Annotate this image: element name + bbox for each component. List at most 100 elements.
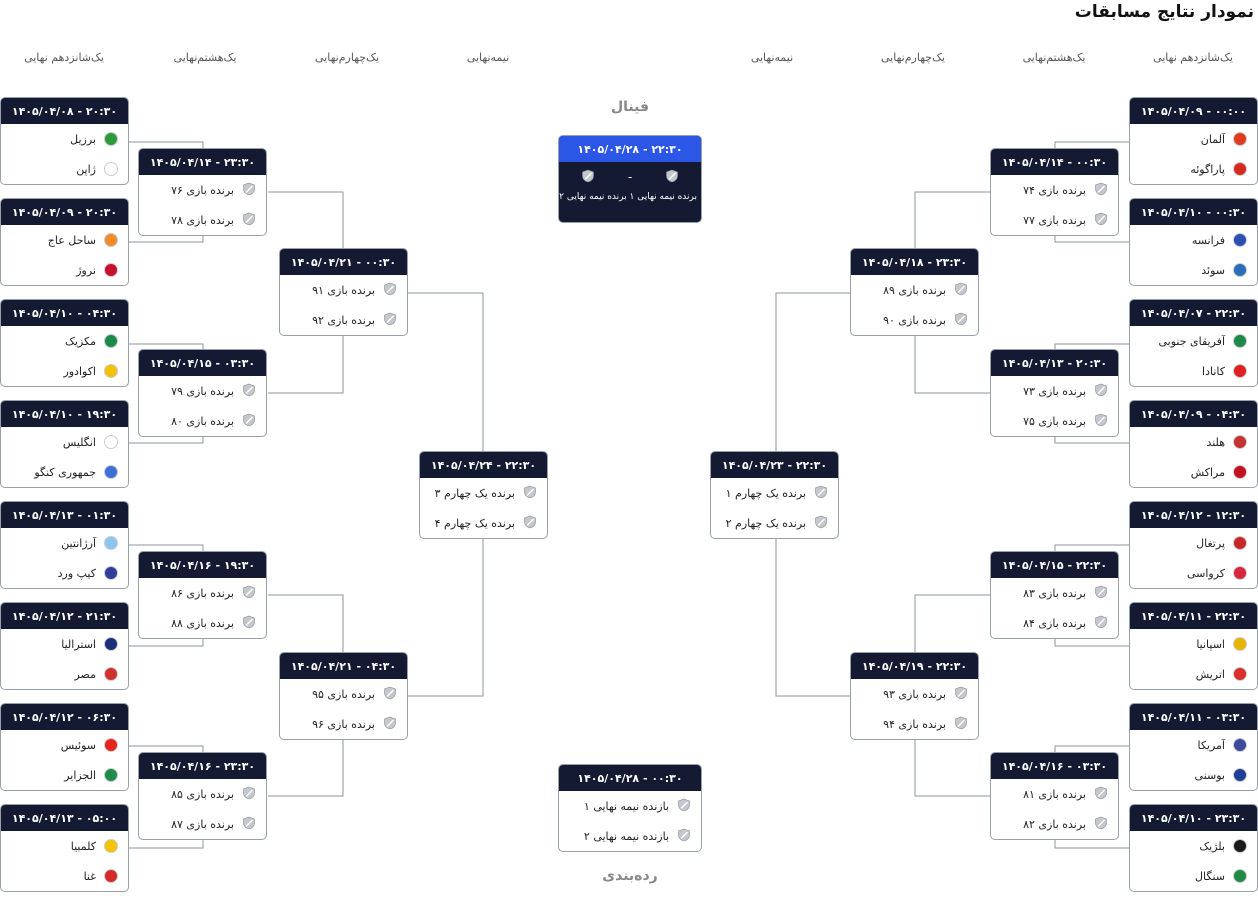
team-row: هلند <box>1130 427 1257 457</box>
third-place-match-card[interactable]: ۱۴۰۵/۰۴/۲۸ - ۰۰:۳۰ بازنده نیمه نهایی ۱ ب… <box>558 764 702 852</box>
team-name: برنده بازی ۸۹ <box>883 283 946 297</box>
match-date: ۱۴۰۵/۰۴/۱۰ - ۲۳:۳۰ <box>1130 805 1257 831</box>
match-card-left-r32-2[interactable]: ۱۴۰۵/۰۴/۰۹ - ۲۰:۳۰ ساحل عاج نروژ <box>0 198 129 286</box>
team-name: مصر <box>74 667 96 681</box>
team-name: برنده بازی ۸۸ <box>171 616 234 630</box>
flag-icon <box>1233 768 1247 782</box>
team-row: برنده یک چهارم ۱ <box>711 478 838 508</box>
flag-icon <box>1233 465 1247 479</box>
team-row: سوئیس <box>1 730 128 760</box>
third-place-team1: بازنده نیمه نهایی ۱ <box>583 799 669 813</box>
flag-icon <box>104 667 118 681</box>
match-date: ۱۴۰۵/۰۴/۲۳ - ۲۲:۳۰ <box>711 452 838 478</box>
shield-icon <box>242 786 256 803</box>
round-label-sf-right: نیمه‌نهایی <box>750 51 794 64</box>
team-row: برنده بازی ۸۶ <box>139 578 266 608</box>
team-name: برنده بازی ۸۴ <box>1023 616 1086 630</box>
shield-icon <box>954 716 968 733</box>
team-row: ژاپن <box>1 154 128 184</box>
team-name: برنده بازی ۷۴ <box>1023 183 1086 197</box>
team-name: برنده بازی ۹۱ <box>312 283 375 297</box>
match-date: ۱۴۰۵/۰۴/۱۰ - ۱۹:۳۰ <box>1 401 128 427</box>
team-row: برنده یک چهارم ۴ <box>420 508 547 538</box>
team-row: کرواسی <box>1130 558 1257 588</box>
team-row: مراکش <box>1130 457 1257 487</box>
team-row: آفریقای جنوبی <box>1130 326 1257 356</box>
flag-icon <box>104 536 118 550</box>
team-row: پاراگوئه <box>1130 154 1257 184</box>
team-row: ساحل عاج <box>1 225 128 255</box>
team-name: هلند <box>1206 435 1225 449</box>
team-name: اکوادور <box>63 364 96 378</box>
round-label-r32-right: یک‌شانزدهم نهایی <box>1153 51 1233 64</box>
flag-icon <box>104 738 118 752</box>
match-date: ۱۴۰۵/۰۴/۱۴ - ۲۳:۳۰ <box>139 149 266 175</box>
match-date: ۱۴۰۵/۰۴/۰۹ - ۲۰:۳۰ <box>1 199 128 225</box>
flag-icon <box>104 162 118 176</box>
flag-icon <box>104 233 118 247</box>
shield-icon <box>1094 786 1108 803</box>
team-name: برنده یک چهارم ۴ <box>434 516 515 530</box>
team-name: نروژ <box>76 263 96 277</box>
team-row: برزیل <box>1 124 128 154</box>
team-row: نروژ <box>1 255 128 285</box>
match-date: ۱۴۰۵/۰۴/۱۳ - ۰۵:۰۰ <box>1 805 128 831</box>
round-label-sf-left: نیمه‌نهایی <box>466 51 510 64</box>
third-place-match-date: ۱۴۰۵/۰۴/۲۸ - ۰۰:۳۰ <box>559 765 701 791</box>
page-title: نمودار نتایج مسابقات <box>1074 2 1254 22</box>
match-date: ۱۴۰۵/۰۴/۲۱ - ۰۰:۳۰ <box>280 249 407 275</box>
team-name: انگلیس <box>62 435 96 449</box>
round-label-r16-left: یک‌هشتم‌نهایی <box>173 51 237 64</box>
team-name: فرانسه <box>1191 233 1225 247</box>
match-date: ۱۴۰۵/۰۴/۱۰ - ۰۰:۳۰ <box>1130 199 1257 225</box>
team-row: برنده بازی ۹۴ <box>851 709 978 739</box>
match-date: ۱۴۰۵/۰۴/۲۴ - ۲۲:۳۰ <box>420 452 547 478</box>
shield-icon <box>1094 816 1108 833</box>
team-name: برنده بازی ۹۳ <box>883 687 946 701</box>
flag-icon <box>104 839 118 853</box>
team-name: کیپ ورد <box>57 566 96 580</box>
match-date: ۱۴۰۵/۰۴/۱۸ - ۲۳:۳۰ <box>851 249 978 275</box>
team-name: برنده بازی ۸۰ <box>171 414 234 428</box>
match-date: ۱۴۰۵/۰۴/۱۳ - ۲۰:۳۰ <box>991 350 1118 376</box>
team-name: برنده بازی ۸۷ <box>171 817 234 831</box>
team-row: مکزیک <box>1 326 128 356</box>
shield-icon <box>383 716 397 733</box>
team-name: ساحل عاج <box>47 233 96 247</box>
shield-icon <box>954 282 968 299</box>
shield-icon <box>242 182 256 199</box>
final-match-card[interactable]: ۱۴۰۵/۰۴/۲۸ - ۲۲:۳۰ - برنده نیمه نهایی ۱ … <box>558 135 702 223</box>
third-place-team1-shield-icon <box>677 798 691 815</box>
team-row: برنده بازی ۷۵ <box>991 406 1118 436</box>
team-name: برنده بازی ۸۱ <box>1023 787 1086 801</box>
